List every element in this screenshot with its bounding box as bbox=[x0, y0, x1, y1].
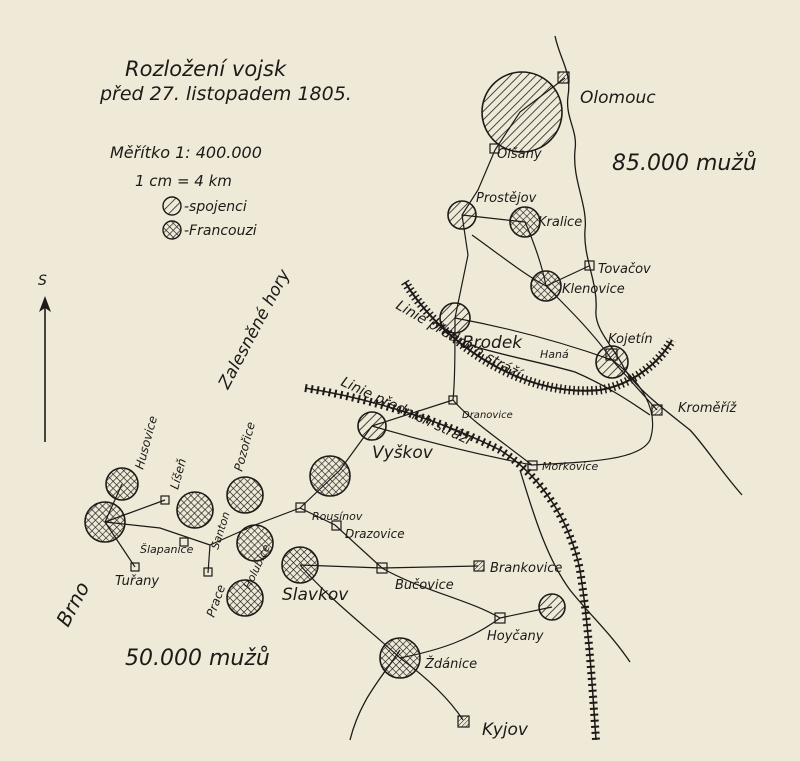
region-outpost-line-2: Linie předních stráží bbox=[338, 374, 475, 449]
troops-french: 50.000 mužů bbox=[125, 645, 270, 671]
north-arrow: S bbox=[38, 273, 51, 442]
allied-unit-brodek bbox=[439, 302, 471, 334]
label-drazovice: Drazovice bbox=[345, 527, 405, 541]
french-hq-brno bbox=[84, 501, 126, 543]
allied-army-olomouc bbox=[481, 71, 563, 153]
legend-allies-swatch bbox=[162, 196, 182, 216]
marker-lisen bbox=[160, 495, 170, 505]
french-unit-pozorice bbox=[226, 476, 264, 514]
map-title: Rozložení vojsk před 27. listopadem 1805… bbox=[99, 57, 352, 105]
marker-morkovice bbox=[527, 460, 538, 471]
allied-formations bbox=[357, 71, 629, 621]
french-formations bbox=[84, 206, 562, 679]
label-zdanice: Ždánice bbox=[424, 656, 477, 672]
label-olomouc: Olomouc bbox=[580, 88, 656, 108]
label-olsany: Olšany bbox=[497, 147, 542, 162]
french-unit-klenovice bbox=[530, 270, 562, 302]
region-forest-label: Zalesněné hory bbox=[214, 265, 295, 393]
marker-olomouc bbox=[557, 71, 570, 84]
marker-drazovice bbox=[331, 520, 342, 531]
road-slavkov-bucovice bbox=[299, 564, 479, 569]
french-unit-husovice bbox=[105, 467, 139, 501]
label-rousinov: Rousínov bbox=[312, 510, 363, 523]
label-dranovice: Dranovice bbox=[462, 410, 513, 421]
label-brodek: Brodek bbox=[462, 333, 523, 353]
french-unit-kralice bbox=[509, 206, 541, 238]
title-line-2: před 27. listopadem 1805. bbox=[99, 83, 352, 105]
label-kyjov: Kyjov bbox=[482, 720, 529, 740]
legend-scale-cm: 1 cm = 4 km bbox=[135, 172, 232, 190]
french-unit-zdanice bbox=[379, 637, 421, 679]
label-bucovice: Bučovice bbox=[395, 578, 454, 593]
label-brankovice: Brankovice bbox=[490, 561, 562, 576]
marker-holubice bbox=[203, 567, 213, 577]
label-turany: Tuřany bbox=[115, 574, 159, 589]
allied-unit-kojetin bbox=[595, 345, 629, 379]
marker-bucovice bbox=[376, 562, 388, 574]
road-bucovice-horycany bbox=[381, 567, 501, 619]
label-morkovice: Morkovice bbox=[542, 460, 598, 473]
river-morava bbox=[554, 35, 743, 496]
marker-kromeriz bbox=[651, 404, 663, 416]
marker-brankovice bbox=[473, 560, 485, 572]
road-morkovice-dranovice bbox=[452, 399, 533, 466]
marker-rousinov bbox=[295, 502, 306, 513]
label-vyskov: Vyškov bbox=[372, 443, 434, 463]
label-prostejov: Prostějov bbox=[476, 191, 537, 206]
french-unit-lisen bbox=[176, 491, 214, 529]
legend-french-label: -Francouzi bbox=[184, 223, 257, 239]
road-santon-holubice bbox=[207, 544, 211, 574]
legend-french-swatch bbox=[162, 220, 182, 240]
legend-scale: Měřítko 1: 400.000 bbox=[110, 143, 262, 162]
marker-dranovice bbox=[448, 395, 458, 405]
label-husovice: Husovice bbox=[132, 414, 160, 470]
town-markers bbox=[130, 71, 663, 728]
hill-edge-north bbox=[401, 279, 676, 396]
label-lisen: Líšeň bbox=[167, 457, 189, 491]
marker-tovacov bbox=[584, 260, 595, 271]
river-south bbox=[519, 469, 631, 663]
french-unit-slavkov bbox=[281, 546, 319, 584]
map-legend: Měřítko 1: 400.000 1 cm = 4 km -spojenci… bbox=[110, 143, 262, 240]
allied-unit-vyskov bbox=[357, 411, 387, 441]
label-pozorice: Pozořice bbox=[231, 420, 258, 472]
french-unit-vyskov-south bbox=[309, 455, 351, 497]
troops-allied: 85.000 mužů bbox=[612, 150, 757, 176]
label-klenovice: Klenovice bbox=[562, 282, 625, 297]
north-label: S bbox=[38, 273, 47, 289]
road-kojetin-morkovice bbox=[531, 359, 654, 466]
marker-kojetin bbox=[605, 348, 618, 361]
title-line-1: Rozložení vojsk bbox=[125, 57, 287, 81]
label-prace: Prace bbox=[204, 583, 229, 619]
label-tovacov: Tovačov bbox=[598, 262, 651, 277]
allied-unit-prostejov bbox=[447, 200, 477, 230]
river-hana bbox=[469, 344, 651, 416]
marker-olsany bbox=[489, 143, 500, 154]
road-rousinov-drazovice bbox=[299, 507, 383, 569]
marker-turany bbox=[130, 562, 140, 572]
french-unit-prace bbox=[226, 579, 264, 617]
allied-unit-horycany bbox=[538, 593, 566, 621]
label-stapanice: Šlapanice bbox=[140, 543, 194, 556]
legend-allies-label: -spojenci bbox=[184, 199, 247, 215]
label-kojetin: Kojetín bbox=[608, 332, 653, 347]
label-slavkov: Slavkov bbox=[282, 585, 349, 605]
label-kralice: Kralice bbox=[538, 215, 582, 230]
label-brno: Brno bbox=[51, 578, 94, 631]
marker-santon bbox=[179, 537, 189, 547]
marker-kyjov bbox=[457, 715, 470, 728]
marker-horycany bbox=[494, 612, 506, 624]
label-kromeriz: Kroměříž bbox=[678, 401, 737, 416]
region-hana-label: Haná bbox=[540, 348, 569, 361]
outpost-line bbox=[304, 384, 600, 741]
french-unit-santon bbox=[236, 524, 274, 562]
label-horycany: Hoyčany bbox=[487, 629, 544, 644]
